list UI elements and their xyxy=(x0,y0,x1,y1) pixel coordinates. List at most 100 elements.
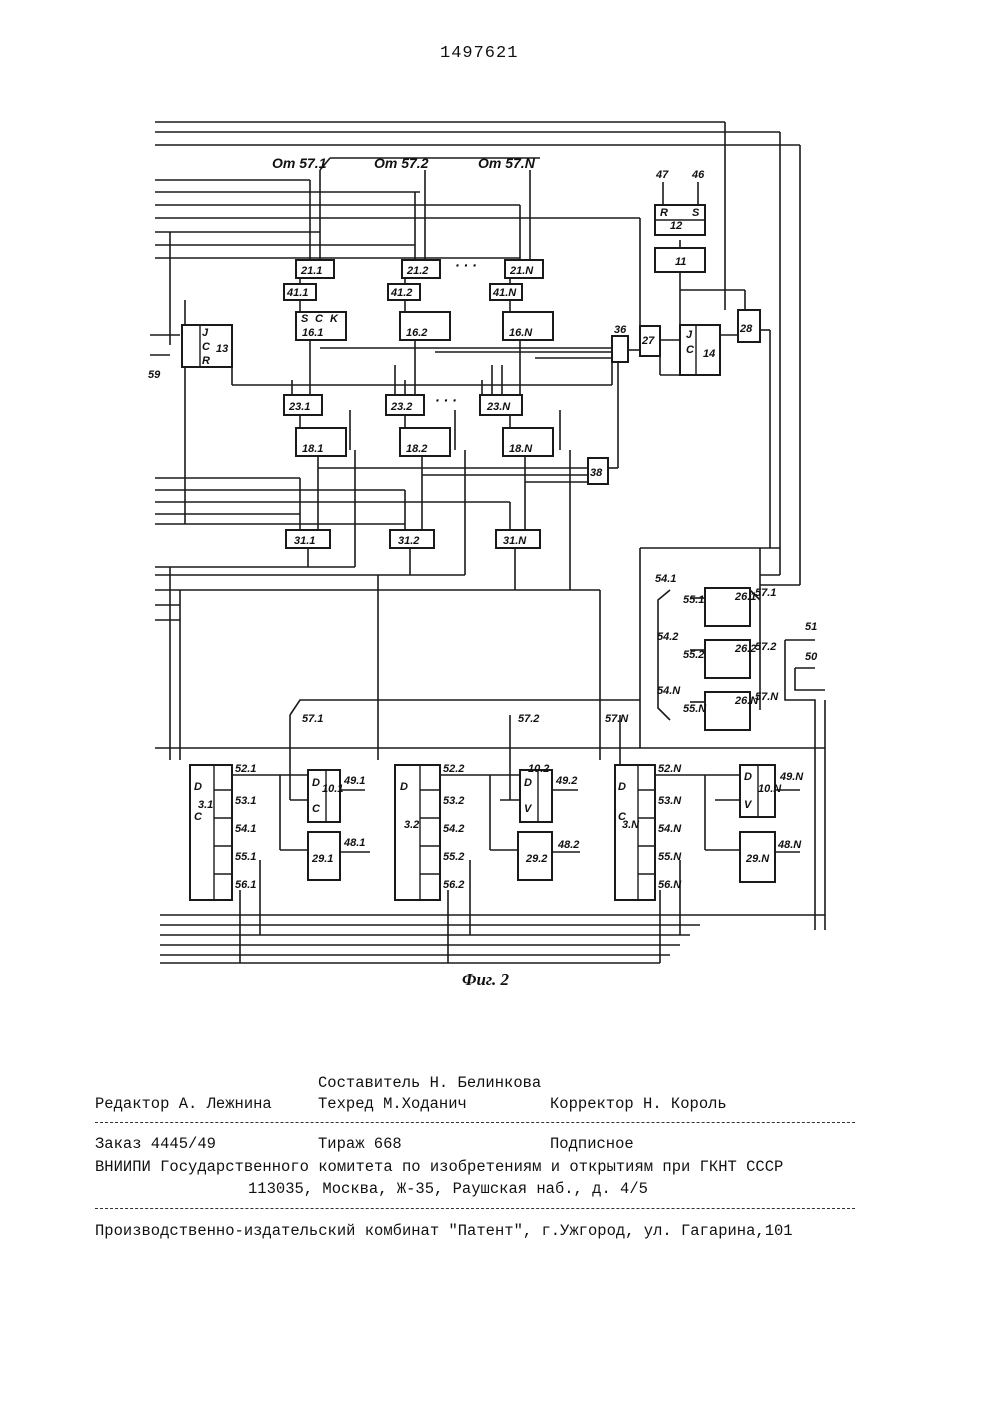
regn-out-53: 53.N xyxy=(658,795,682,807)
block-18-1: 18.1 xyxy=(302,443,323,455)
organization: ВНИИПИ Государственного комитета по изоб… xyxy=(95,1158,783,1176)
output-50: 50 xyxy=(805,651,818,663)
pin-d-10-1: D xyxy=(312,777,320,789)
out-48-n: 48.N xyxy=(777,839,802,851)
reg2-out-53: 53.2 xyxy=(443,795,464,807)
pin-r: R xyxy=(660,207,668,219)
pin-d-reg1: D xyxy=(194,781,202,793)
circulation: Тираж 668 xyxy=(318,1135,402,1153)
reg1-out-55: 55.1 xyxy=(235,851,256,863)
label-55-n: 55.N xyxy=(683,703,707,715)
block-18-n: 18.N xyxy=(509,443,533,455)
register-3-2: 3.2 xyxy=(404,819,419,831)
block-10-1: 10.1 xyxy=(322,783,343,795)
ellipsis-1: · · · xyxy=(455,257,477,273)
block-23-1: 23.1 xyxy=(288,401,310,413)
block-26-2: 26.2 xyxy=(734,643,756,655)
pin-c-16: C xyxy=(315,313,324,325)
pin-c-13: C xyxy=(202,341,211,353)
block-10-n: 10.N xyxy=(758,783,782,795)
reg1-out-52: 52.1 xyxy=(235,763,256,775)
pin-j: J xyxy=(686,329,693,341)
block-27: 27 xyxy=(641,335,655,347)
block-26-1: 26.1 xyxy=(734,591,756,603)
block-38: 38 xyxy=(590,467,603,479)
reg1-out-53: 53.1 xyxy=(235,795,256,807)
trigger-label-46: 46 xyxy=(691,169,705,181)
input-label-3: От 57.N xyxy=(478,155,536,171)
label-54-n: 54.N xyxy=(657,685,681,697)
bus-57-1: 57.1 xyxy=(302,713,323,725)
block-16-1: 16.1 xyxy=(302,327,323,339)
pin-s: S xyxy=(692,207,700,219)
label-54-1: 54.1 xyxy=(655,573,676,585)
reg2-out-54: 54.2 xyxy=(443,823,464,835)
pin-c: C xyxy=(686,344,695,356)
pin-d-reg2: D xyxy=(400,781,408,793)
input-59: 59 xyxy=(148,369,161,381)
block-29-2: 29.2 xyxy=(525,853,547,865)
order: Заказ 4445/49 xyxy=(95,1135,216,1153)
techred: Техред М.Ходанич xyxy=(318,1095,467,1113)
block-21-2: 21.2 xyxy=(406,265,428,277)
block-41-2: 41.2 xyxy=(390,287,412,299)
label-57-1-right: 57.1 xyxy=(755,587,776,599)
label-57-n-right: 57.N xyxy=(755,691,779,703)
block-23-2: 23.2 xyxy=(390,401,412,413)
regn-out-54: 54.N xyxy=(658,823,682,835)
block-16-n: 16.N xyxy=(509,327,533,339)
ellipsis-2: · · · xyxy=(435,392,457,408)
circuit-diagram: От 57.1 От 57.2 От 57.N 47 46 21.1 21.2 … xyxy=(0,0,1000,1000)
address: 113035, Москва, Ж-35, Раушская наб., д. … xyxy=(248,1180,648,1198)
regn-out-55: 55.N xyxy=(658,851,682,863)
block-11: 11 xyxy=(675,256,686,268)
printing-plant: Производственно-издательский комбинат "П… xyxy=(95,1222,793,1240)
pin-c-regn: C xyxy=(618,811,627,823)
block-14: 14 xyxy=(703,348,715,360)
block-36: 36 xyxy=(614,324,627,336)
compiler: Составитель Н. Белинкова xyxy=(318,1074,541,1092)
reg2-out-52: 52.2 xyxy=(443,763,464,775)
out-48-2: 48.2 xyxy=(557,839,579,851)
block-12: 12 xyxy=(670,220,682,232)
pin-j-13: J xyxy=(202,327,209,339)
trigger-label-47: 47 xyxy=(655,169,669,181)
editor: Редактор А. Лежнина xyxy=(95,1095,272,1113)
pin-r-13: R xyxy=(202,355,210,367)
out-48-1: 48.1 xyxy=(343,837,365,849)
out-49-n: 49.N xyxy=(779,771,804,783)
pin-s-16: S xyxy=(301,313,309,325)
block-23-n: 23.N xyxy=(486,401,511,413)
pin-d-regn: D xyxy=(618,781,626,793)
block-18-2: 18.2 xyxy=(406,443,427,455)
pin-d-10-n: D xyxy=(744,771,752,783)
block-31-n: 31.N xyxy=(503,535,527,547)
block-41-1: 41.1 xyxy=(286,287,308,299)
pin-c-reg1: C xyxy=(194,811,203,823)
input-label-2: От 57.2 xyxy=(374,155,429,171)
label-55-1: 55.1 xyxy=(683,594,704,606)
block-13: 13 xyxy=(216,343,228,355)
divider-1 xyxy=(95,1122,855,1123)
bus-57-2: 57.2 xyxy=(518,713,539,725)
block-41-n: 41.N xyxy=(492,287,517,299)
input-label-1: От 57.1 xyxy=(272,155,327,171)
out-49-1: 49.1 xyxy=(343,775,365,787)
out-49-2: 49.2 xyxy=(555,775,577,787)
block-16-2: 16.2 xyxy=(406,327,427,339)
block-10-2: 10.2 xyxy=(528,763,549,775)
block-21-1: 21.1 xyxy=(300,265,322,277)
pin-k-16: K xyxy=(330,313,339,325)
label-54-2: 54.2 xyxy=(657,631,678,643)
reg1-out-54: 54.1 xyxy=(235,823,256,835)
output-51: 51 xyxy=(805,621,817,633)
block-28: 28 xyxy=(739,323,753,335)
block-21-n: 21.N xyxy=(509,265,534,277)
regn-out-52: 52.N xyxy=(658,763,682,775)
block-29-1: 29.1 xyxy=(311,853,333,865)
pin-c-10-1: C xyxy=(312,803,321,815)
regn-out-56: 56.N xyxy=(658,879,682,891)
reg1-out-56: 56.1 xyxy=(235,879,256,891)
block-31-2: 31.2 xyxy=(398,535,419,547)
label-57-2-right: 57.2 xyxy=(755,641,776,653)
